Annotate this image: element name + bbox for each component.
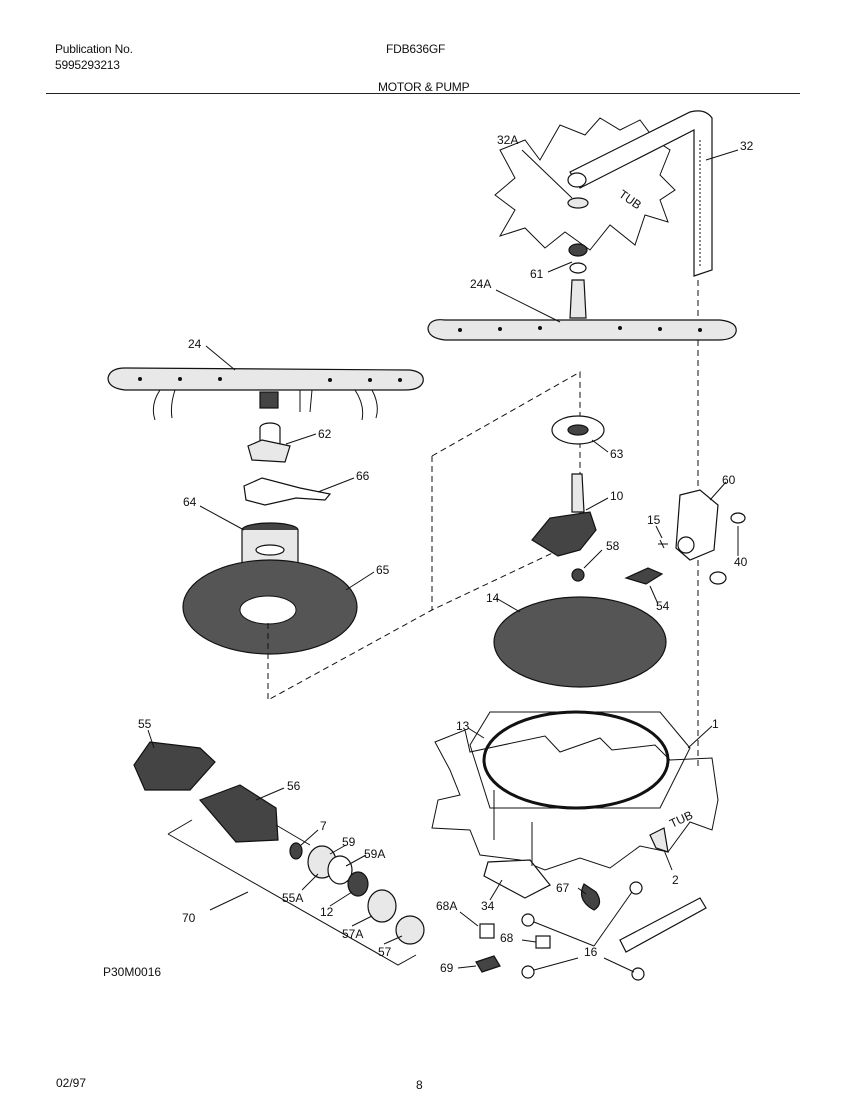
callout-59A: 59A xyxy=(364,847,385,861)
callout-66: 66 xyxy=(356,469,370,483)
callout-69: 69 xyxy=(440,961,454,975)
part-54-hose xyxy=(624,567,664,585)
part-16-nuts xyxy=(521,881,645,981)
publication-label: Publication No. xyxy=(55,42,133,56)
callout-55A: 55A xyxy=(282,891,303,905)
callout-65: 65 xyxy=(376,563,390,577)
part-70-bracket-line xyxy=(167,819,417,966)
callout-7: 7 xyxy=(320,819,327,833)
drain-tube xyxy=(619,897,707,953)
part-57-impeller xyxy=(395,915,425,945)
publication-number: 5995293213 xyxy=(55,58,120,72)
part-10-pump-assembly xyxy=(531,473,597,557)
part-7-seal xyxy=(289,842,303,860)
callout-34: 34 xyxy=(481,899,495,913)
part-61-nut xyxy=(568,243,588,319)
part-24-lower-spray-arm xyxy=(107,367,424,421)
callout-62: 62 xyxy=(318,427,332,441)
part-69-screw xyxy=(475,955,501,973)
footer-date: 02/97 xyxy=(56,1076,87,1090)
lower-tub-breakaway: TUB xyxy=(431,729,719,871)
callout-16: 16 xyxy=(584,945,598,959)
callout-14: 14 xyxy=(486,591,500,605)
callout-10: 10 xyxy=(610,489,624,503)
callout-32A: 32A xyxy=(497,133,518,147)
part-68-fitting xyxy=(535,935,551,949)
footer-page-number: 8 xyxy=(416,1078,423,1092)
part-57A-seal xyxy=(367,889,397,923)
tube-32 xyxy=(567,110,713,770)
callout-61: 61 xyxy=(530,267,544,281)
part-14-fine-filter xyxy=(493,596,667,688)
part-55-motor-cover xyxy=(133,741,216,791)
callout-57: 57 xyxy=(378,945,392,959)
part-40-gasket xyxy=(709,512,746,585)
callout-54: 54 xyxy=(656,599,670,613)
callout-labels: 32A 32 61 24A 24 62 66 64 65 63 10 60 15… xyxy=(138,133,754,975)
callout-59: 59 xyxy=(342,835,356,849)
part-12-impeller xyxy=(347,871,369,897)
callout-58: 58 xyxy=(606,539,620,553)
part-32A-seal xyxy=(567,197,589,209)
callout-63: 63 xyxy=(610,447,624,461)
part-65-filter-screen xyxy=(182,559,358,655)
part-60-inlet-valve xyxy=(675,489,719,561)
part-34-plate xyxy=(483,859,551,899)
callout-1: 1 xyxy=(712,717,719,731)
callout-12: 12 xyxy=(320,905,334,919)
callout-64: 64 xyxy=(183,495,197,509)
callout-67: 67 xyxy=(556,881,570,895)
callout-57A: 57A xyxy=(342,927,363,941)
tub-label-top: TUB xyxy=(616,187,644,212)
callout-56: 56 xyxy=(287,779,301,793)
model-number: FDB636GF xyxy=(386,42,446,56)
part-58-ball xyxy=(571,568,585,582)
callout-55: 55 xyxy=(138,717,152,731)
callout-68A: 68A xyxy=(436,899,457,913)
tub-label-bottom: TUB xyxy=(667,808,695,831)
part-13-seal-ring xyxy=(482,710,670,810)
part-68A-fitting xyxy=(479,923,495,939)
part-62-coupling xyxy=(247,422,291,463)
section-title: MOTOR & PUMP xyxy=(378,80,470,94)
part-67-clamp xyxy=(581,883,601,911)
part-15-clip xyxy=(658,539,668,549)
callout-60: 60 xyxy=(722,473,736,487)
callout-40: 40 xyxy=(734,555,748,569)
part-2-bracket xyxy=(649,827,669,853)
part-63-cover xyxy=(551,415,605,445)
callout-68: 68 xyxy=(500,931,514,945)
part-1-heater-ring xyxy=(469,711,691,809)
callout-32: 32 xyxy=(740,139,754,153)
header-rule xyxy=(46,93,800,94)
part-24A-upper-spray-arm xyxy=(427,319,737,341)
part-66-deflector xyxy=(243,477,332,506)
callout-24A: 24A xyxy=(470,277,491,291)
part-56-motor xyxy=(198,784,311,846)
mounting-studs xyxy=(493,790,533,866)
callout-15: 15 xyxy=(647,513,661,527)
callout-2: 2 xyxy=(672,873,679,887)
callout-70: 70 xyxy=(182,911,196,925)
diagram-code: P30M0016 xyxy=(103,965,161,979)
callout-13: 13 xyxy=(456,719,470,733)
callout-24: 24 xyxy=(188,337,202,351)
part-59-seal-assembly xyxy=(307,845,353,885)
leader-lines xyxy=(147,149,739,973)
